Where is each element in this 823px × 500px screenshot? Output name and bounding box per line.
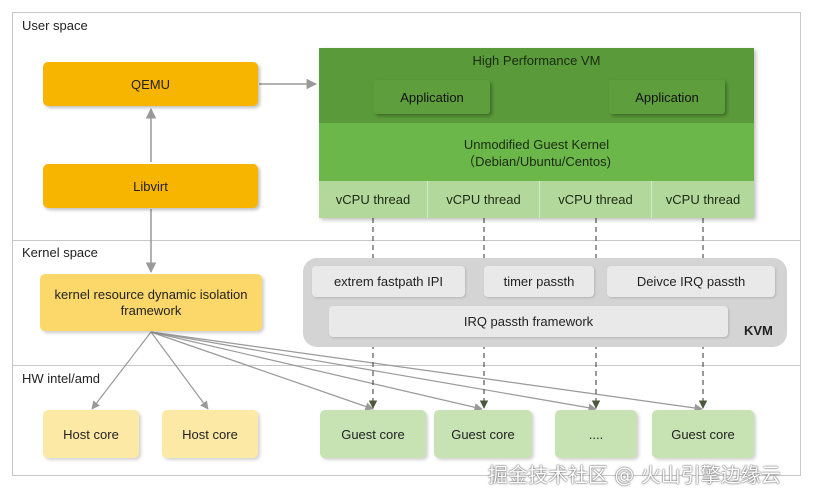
iso-to-guest2: [150, 331, 483, 412]
iso-to-host2: [150, 331, 209, 410]
application-box-1: Application: [374, 80, 490, 114]
device-irq-passth-box: Deivce IRQ passth: [607, 266, 775, 297]
iso-to-guest4: [150, 331, 703, 413]
vcpu-thread-4: vCPU thread: [651, 181, 754, 218]
isolation-framework-box: kernel resource dynamic isolation framew…: [40, 274, 262, 331]
application-box-2: Application: [609, 80, 725, 114]
guest-kernel-distros: （Debian/Ubuntu/Centos): [462, 154, 611, 169]
kernel-space-label: Kernel space: [22, 245, 98, 260]
vcpu-row: vCPU thread vCPU thread vCPU thread vCPU…: [319, 181, 754, 218]
isolation-framework-line1: kernel resource dynamic isolation: [54, 286, 248, 302]
guest-core-1: Guest core: [320, 410, 426, 458]
timer-passth-box: timer passth: [484, 266, 594, 297]
hw-label: HW intel/amd: [22, 371, 101, 386]
irq-passth-framework-box: IRQ passth framework: [329, 306, 728, 337]
guest-core-2: Guest core: [434, 410, 532, 458]
vm-top-section: High Performance VM Application Applicat…: [319, 48, 754, 123]
vm-title: High Performance VM: [472, 53, 601, 68]
guest-kernel-section: Unmodified Guest Kernel （Debian/Ubuntu/C…: [319, 123, 754, 181]
guest-kernel-title: Unmodified Guest Kernel: [463, 137, 610, 152]
high-performance-vm: High Performance VM Application Applicat…: [319, 48, 754, 218]
user-space-label: User space: [22, 18, 88, 33]
watermark-text: 掘金技术社区 @ 火山引擎边缘云: [488, 463, 781, 487]
vcpu-thread-3: vCPU thread: [539, 181, 651, 218]
iso-to-host1: [91, 331, 152, 410]
libvirt-box: Libvirt: [43, 164, 258, 208]
qemu-box: QEMU: [43, 62, 258, 106]
kvm-label: KVM: [744, 323, 773, 338]
host-core-2: Host core: [162, 410, 258, 458]
iso-to-guest1: [150, 331, 374, 411]
vcpu-thread-1: vCPU thread: [335, 192, 411, 207]
isolation-framework-line2: framework: [120, 302, 182, 318]
guest-core-4: Guest core: [652, 410, 754, 458]
hw-zone: [12, 365, 801, 476]
iso-to-guest3: [150, 331, 597, 412]
guest-core-ellipsis: ....: [555, 410, 637, 458]
vcpu-thread-2: vCPU thread: [427, 181, 539, 218]
fastpath-ipi-box: extrem fastpath IPI: [312, 266, 465, 297]
host-core-1: Host core: [43, 410, 139, 458]
